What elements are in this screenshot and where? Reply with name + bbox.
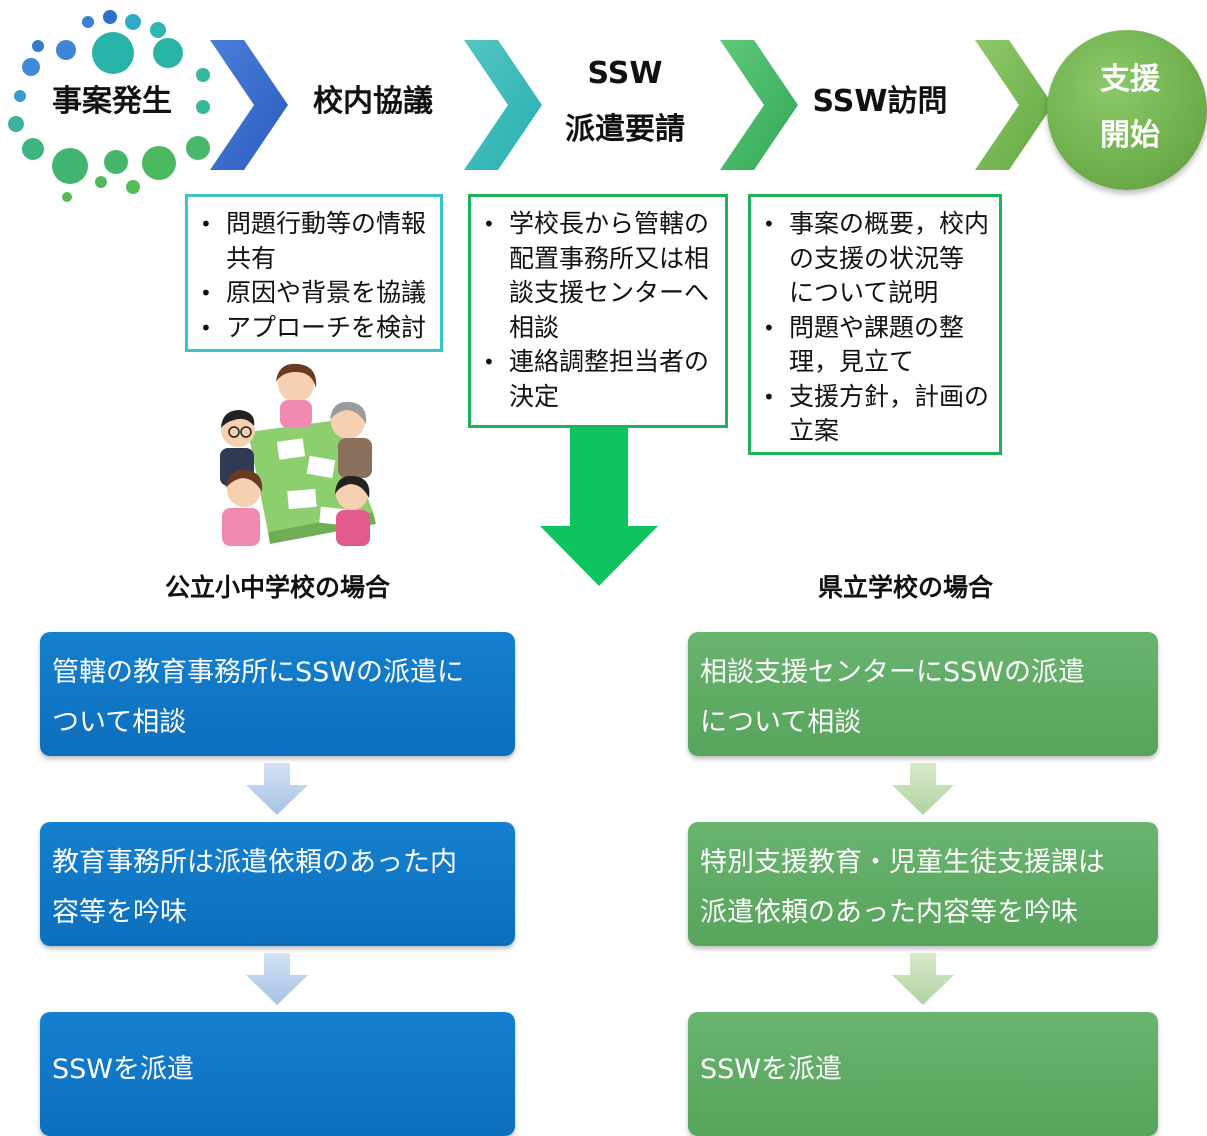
- prefectural-step-2-line1: 特別支援教育・児童生徒支援課は: [700, 847, 1105, 878]
- public-step-1: 管轄の教育事務所にSSWの派遣に ついて相談: [40, 632, 515, 756]
- public-step-3-line1: SSWを派遣: [52, 1054, 194, 1085]
- support-start-label: 支援 開始: [1060, 52, 1200, 164]
- dot: [82, 16, 94, 28]
- dot: [8, 116, 24, 132]
- dot: [52, 148, 88, 184]
- dot: [153, 38, 183, 68]
- support-start-line1: 支援: [1100, 62, 1160, 97]
- dot: [62, 192, 72, 202]
- dot: [22, 138, 44, 160]
- down-arrow-icon: [892, 953, 954, 1005]
- down-arrow-icon: [246, 953, 308, 1005]
- dot: [186, 136, 210, 160]
- dot: [103, 10, 117, 24]
- public-step-2: 教育事務所は派遣依頼のあった内 容等を吟味: [40, 822, 515, 946]
- meeting-illustration: [220, 363, 376, 546]
- chevron-right-icon: [210, 40, 288, 170]
- down-arrow-icon: [246, 763, 308, 815]
- bullet-item: 原因や背景を協議: [188, 276, 432, 311]
- dot: [125, 14, 141, 30]
- dot: [196, 100, 210, 114]
- chevron-right-icon: [975, 40, 1053, 170]
- dot: [92, 32, 134, 74]
- prefectural-step-1-line1: 相談支援センターにSSWの派遣: [700, 657, 1085, 688]
- prefectural-step-1: 相談支援センターにSSWの派遣 について相談: [688, 632, 1158, 756]
- prefectural-step-2-line2: 派遣依頼のあった内容等を吟味: [700, 897, 1078, 928]
- public-step-3: SSWを派遣: [40, 1012, 515, 1136]
- prefectural-school-heading: 県立学校の場合: [818, 573, 994, 602]
- flow-step-school-meeting: 校内協議: [313, 84, 433, 119]
- dot: [142, 146, 176, 180]
- public-step-1-line1: 管轄の教育事務所にSSWの派遣に: [52, 657, 464, 688]
- bullet-item: アプローチを検討: [188, 311, 432, 346]
- flow-step-ssw-request-line1: SSW: [587, 56, 663, 91]
- public-step-2-line1: 教育事務所は派遣依頼のあった内: [52, 847, 457, 878]
- dot: [32, 40, 44, 52]
- dot: [104, 150, 128, 174]
- public-step-1-line2: ついて相談: [52, 707, 187, 738]
- dot: [150, 22, 166, 38]
- prefectural-step-2: 特別支援教育・児童生徒支援課は 派遣依頼のあった内容等を吟味: [688, 822, 1158, 946]
- dot: [196, 68, 210, 82]
- flow-step-incident: 事案発生: [52, 84, 172, 119]
- dot: [14, 90, 26, 102]
- flow-step-ssw-visit: SSW訪問: [812, 84, 948, 119]
- prefectural-step-3: SSWを派遣: [688, 1012, 1158, 1136]
- chevron-right-icon: [720, 40, 798, 170]
- dot: [95, 176, 107, 188]
- down-arrow-icon: [892, 763, 954, 815]
- public-step-2-line2: 容等を吟味: [52, 897, 187, 928]
- support-start-line2: 開始: [1100, 118, 1160, 153]
- prefectural-step-1-line2: について相談: [700, 707, 862, 738]
- big-down-arrow-icon: [540, 428, 658, 586]
- public-school-heading: 公立小中学校の場合: [165, 573, 391, 602]
- chevron-right-icon: [464, 40, 542, 170]
- dot: [126, 180, 140, 194]
- flow-step-ssw-request-line2: 派遣要請: [565, 112, 685, 147]
- prefectural-step-3-line1: SSWを派遣: [700, 1054, 842, 1085]
- dot: [56, 40, 76, 60]
- support-start-circle: [1047, 30, 1207, 190]
- dot: [22, 58, 40, 76]
